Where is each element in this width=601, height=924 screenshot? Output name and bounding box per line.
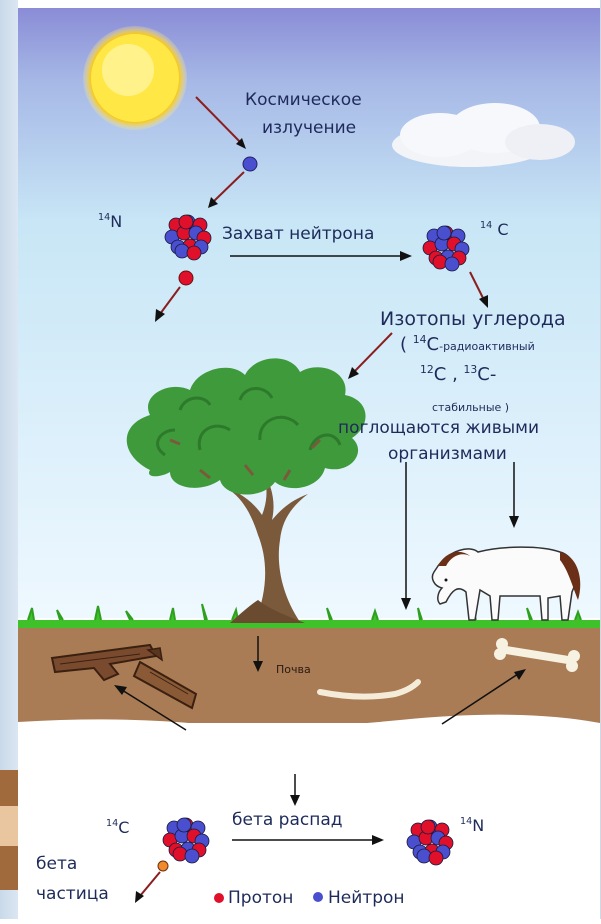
soil-label: Почва xyxy=(276,664,311,675)
isotope-stable-line: 12C , 13C- xyxy=(420,366,496,384)
beta-particle xyxy=(158,861,168,871)
beta-particle-label-line2: частица xyxy=(36,886,109,903)
sun-icon xyxy=(83,26,187,130)
isotope-c14-line: ( 14C-радиоактивный xyxy=(400,336,535,354)
proton-particle xyxy=(179,271,193,285)
beta-decay-label: бета распад xyxy=(232,812,343,829)
legend-neutron-dot xyxy=(313,892,323,902)
cosmic-radiation-label-line1: Космическое xyxy=(245,92,362,109)
n14-bottom-label: 14N xyxy=(460,818,484,834)
cosmic-radiation-label-line2: излучение xyxy=(262,120,356,137)
legend-neutron-label: Нейтрон xyxy=(328,890,405,907)
legend-proton-label: Протон xyxy=(228,890,293,907)
c14-label: 14 C xyxy=(480,222,508,238)
isotopes-title: Изотопы углерода xyxy=(380,310,566,329)
n14-label: 14N xyxy=(98,214,122,230)
beta-particle-label-line1: бета xyxy=(36,856,77,873)
neutron-capture-label: Захват нейтрона xyxy=(222,226,374,243)
nucleon xyxy=(445,257,459,271)
nucleon xyxy=(421,820,435,834)
nucleon xyxy=(185,849,199,863)
nucleon xyxy=(179,215,193,229)
isotope-stable-label: стабильные ) xyxy=(432,402,509,413)
neutron-particle xyxy=(243,157,257,171)
nucleon xyxy=(187,246,201,260)
nucleon xyxy=(437,226,451,240)
legend-proton-dot xyxy=(214,893,224,903)
nucleon xyxy=(177,818,191,832)
absorbed-label-line1: поглощаются живыми xyxy=(338,420,539,437)
absorbed-label-line2: организмами xyxy=(388,446,507,463)
c14-bottom-label: 14C xyxy=(106,820,129,836)
nucleon xyxy=(429,851,443,865)
